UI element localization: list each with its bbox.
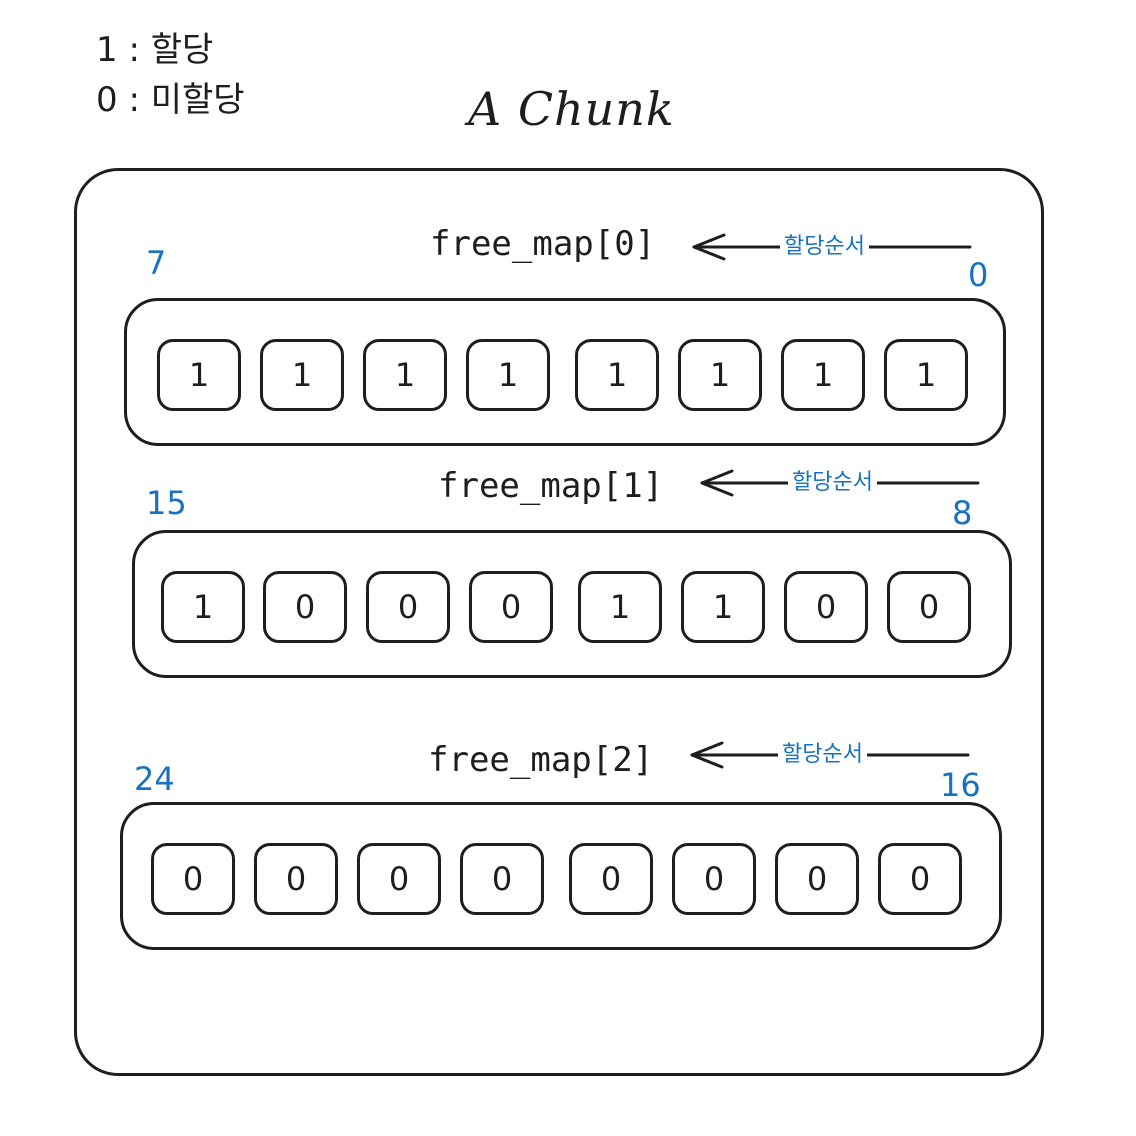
free-map-2-order-label: 할당순서 xyxy=(778,740,867,770)
free-map-2-bit-19: 0 xyxy=(672,843,756,915)
free-map-1-bit-8: 0 xyxy=(887,571,971,643)
free-map-2-order-arrow: 할당순서 xyxy=(688,740,978,770)
legend-unallocated: 0 : 미할당 xyxy=(96,80,245,120)
free-map-1-row: 1 0 0 0 1 1 0 0 xyxy=(132,530,1012,678)
legend-allocated: 1 : 할당 xyxy=(96,30,214,70)
free-map-0-bit-4: 1 xyxy=(466,339,550,411)
free-map-0-bit-3: 1 xyxy=(575,339,659,411)
free-map-1-high-index: 15 xyxy=(146,484,187,522)
free-map-2-bit-22: 0 xyxy=(357,843,441,915)
chunk-container xyxy=(74,168,1044,1076)
free-map-1-bit-14: 0 xyxy=(263,571,347,643)
free-map-1-bit-9: 0 xyxy=(784,571,868,643)
free-map-1-bit-10: 1 xyxy=(681,571,765,643)
free-map-2-bit-24: 0 xyxy=(151,843,235,915)
free-map-2-bit-17: 0 xyxy=(878,843,962,915)
free-map-0-low-index: 0 xyxy=(968,256,989,294)
free-map-0-order-arrow: 할당순서 xyxy=(690,232,980,262)
free-map-0-bit-7: 1 xyxy=(157,339,241,411)
free-map-0-order-label: 할당순서 xyxy=(780,232,869,262)
free-map-0-bit-0: 1 xyxy=(884,339,968,411)
free-map-2-bit-18: 0 xyxy=(775,843,859,915)
free-map-2-high-index: 24 xyxy=(134,760,175,798)
free-map-2-bit-20: 0 xyxy=(569,843,653,915)
free-map-1-low-index: 8 xyxy=(952,494,973,532)
free-map-2-row: 0 0 0 0 0 0 0 0 xyxy=(120,802,1002,950)
free-map-1-bit-15: 1 xyxy=(161,571,245,643)
free-map-2-bit-23: 0 xyxy=(254,843,338,915)
free-map-1-bit-11: 1 xyxy=(578,571,662,643)
free-map-0-bit-1: 1 xyxy=(781,339,865,411)
free-map-2-label: free_map[2] xyxy=(428,740,654,780)
free-map-2-low-index: 16 xyxy=(940,766,981,804)
free-map-0-bit-2: 1 xyxy=(678,339,762,411)
free-map-1-order-arrow: 할당순서 xyxy=(698,468,988,498)
free-map-0-high-index: 7 xyxy=(146,244,167,282)
free-map-1-bit-12: 0 xyxy=(469,571,553,643)
free-map-2-bit-21: 0 xyxy=(460,843,544,915)
free-map-0-label: free_map[0] xyxy=(430,224,656,264)
free-map-0-bit-6: 1 xyxy=(260,339,344,411)
free-map-1-bit-13: 0 xyxy=(366,571,450,643)
free-map-0-row: 1 1 1 1 1 1 1 1 xyxy=(124,298,1006,446)
free-map-1-order-label: 할당순서 xyxy=(788,468,877,498)
diagram-title: A Chunk xyxy=(468,82,675,136)
free-map-0-bit-5: 1 xyxy=(363,339,447,411)
free-map-1-label: free_map[1] xyxy=(438,466,664,506)
